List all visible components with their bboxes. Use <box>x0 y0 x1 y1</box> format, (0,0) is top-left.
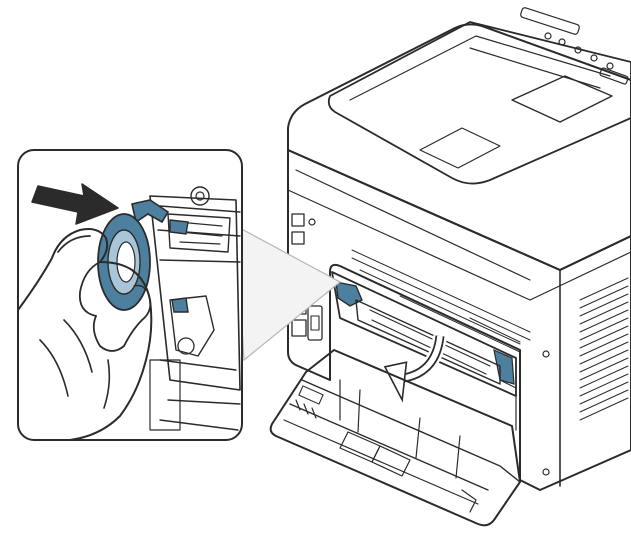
push-arrow-icon <box>31 183 119 225</box>
fuser-lever-in-printer <box>335 281 363 307</box>
rotate-arrow-icon <box>383 334 447 403</box>
hand <box>18 228 153 440</box>
printer-body <box>269 7 631 527</box>
open-rear-door <box>269 349 521 527</box>
control-panel <box>520 7 629 85</box>
document-feeder <box>327 21 631 185</box>
detail-inset <box>17 149 243 441</box>
side-vents <box>579 277 629 421</box>
